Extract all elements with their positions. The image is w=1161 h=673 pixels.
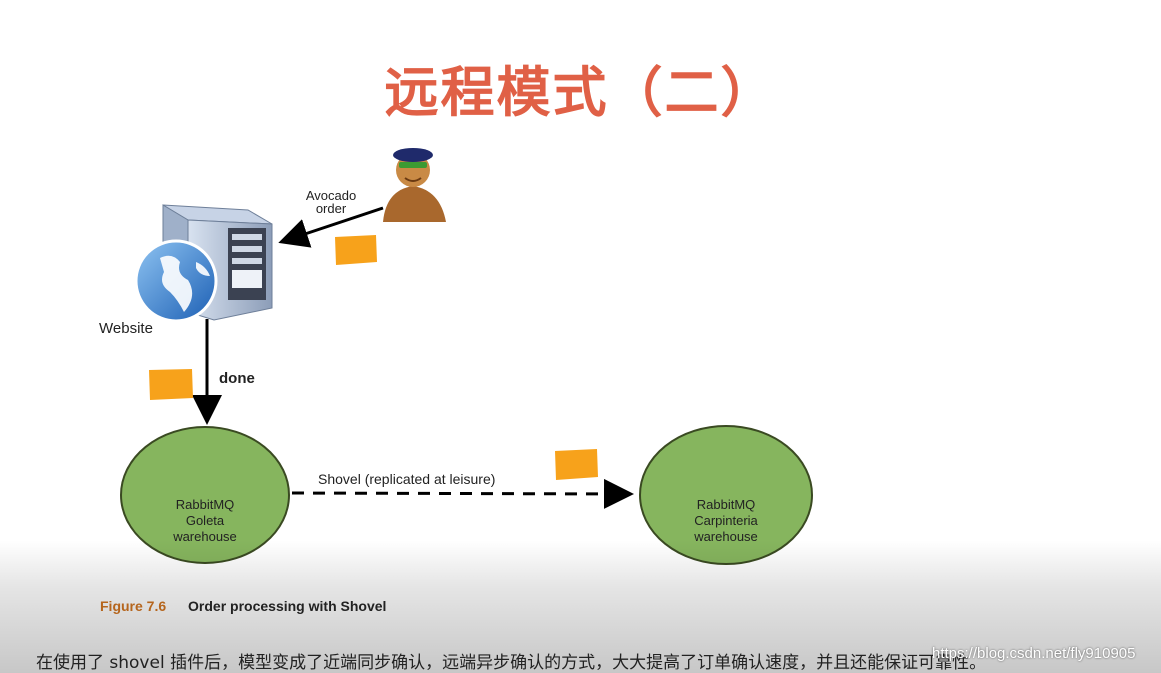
message-icon bbox=[555, 449, 598, 480]
carpinteria-line3: warehouse bbox=[666, 529, 786, 545]
shovel-label: Shovel (replicated at leisure) bbox=[318, 471, 495, 487]
figure-caption: Figure 7.6 Order processing with Shovel bbox=[100, 598, 386, 614]
carpinteria-line1: RabbitMQ bbox=[666, 497, 786, 513]
figure-number: Figure 7.6 bbox=[100, 598, 166, 614]
message-icon bbox=[149, 369, 193, 400]
done-label: done bbox=[219, 370, 255, 387]
watermark: https://blog.csdn.net/fly910905 bbox=[932, 645, 1135, 662]
carpinteria-label: RabbitMQ Carpinteria warehouse bbox=[666, 497, 786, 545]
goleta-line1: RabbitMQ bbox=[145, 497, 265, 513]
website-label: Website bbox=[99, 320, 153, 337]
goleta-line3: warehouse bbox=[145, 529, 265, 545]
customer-order-label: Avocado order bbox=[300, 189, 362, 215]
shovel-arrow bbox=[292, 493, 628, 494]
goleta-line2: Goleta bbox=[145, 513, 265, 529]
customer-icon bbox=[383, 148, 446, 222]
goleta-label: RabbitMQ Goleta warehouse bbox=[145, 497, 265, 545]
carpinteria-line2: Carpinteria bbox=[666, 513, 786, 529]
figure-caption-text: Order processing with Shovel bbox=[188, 598, 386, 614]
globe-icon bbox=[136, 241, 216, 321]
message-icon bbox=[335, 235, 377, 265]
